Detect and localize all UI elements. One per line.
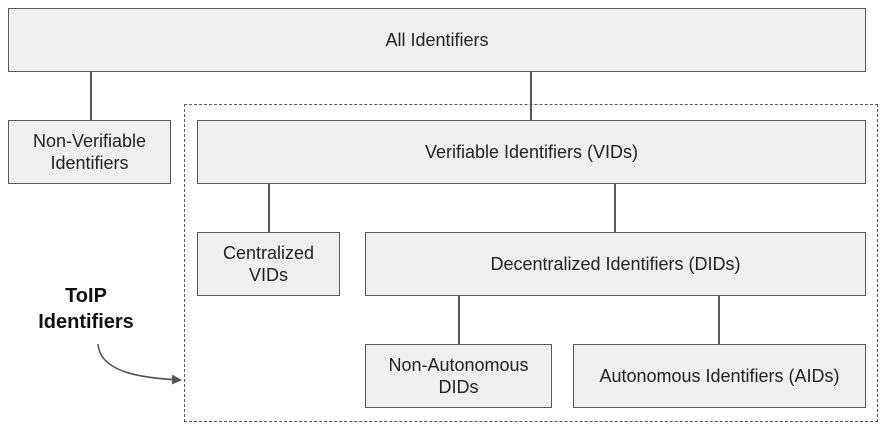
connector-vid-centralized — [268, 184, 270, 232]
node-non-verifiable-label: Non-Verifiable Identifiers — [32, 131, 147, 173]
connector-did-nonautonomous — [458, 296, 460, 344]
connector-all-verifiable — [530, 72, 532, 120]
node-autonomous: Autonomous Identifiers (AIDs) — [573, 344, 866, 408]
connector-did-autonomous — [718, 296, 720, 344]
node-centralized-label: Centralized VIDs — [222, 243, 315, 285]
connector-all-nonverifiable — [90, 72, 92, 120]
node-autonomous-label: Autonomous Identifiers (AIDs) — [599, 366, 840, 386]
toip-identifiers-label: ToIP Identifiers — [38, 285, 134, 333]
node-centralized: Centralized VIDs — [197, 232, 340, 296]
node-non-autonomous: Non-Autonomous DIDs — [365, 344, 552, 408]
node-all-identifiers: All Identifiers — [8, 8, 866, 72]
node-verifiable: Verifiable Identifiers (VIDs) — [197, 120, 866, 184]
connector-vid-decentralized — [614, 184, 616, 232]
node-decentralized-label: Decentralized Identifiers (DIDs) — [490, 254, 741, 274]
node-decentralized: Decentralized Identifiers (DIDs) — [365, 232, 866, 296]
node-non-verifiable: Non-Verifiable Identifiers — [8, 120, 171, 184]
node-non-autonomous-label: Non-Autonomous DIDs — [388, 355, 529, 397]
node-verifiable-label: Verifiable Identifiers (VIDs) — [424, 142, 639, 162]
node-all-identifiers-label: All Identifiers — [385, 30, 489, 50]
